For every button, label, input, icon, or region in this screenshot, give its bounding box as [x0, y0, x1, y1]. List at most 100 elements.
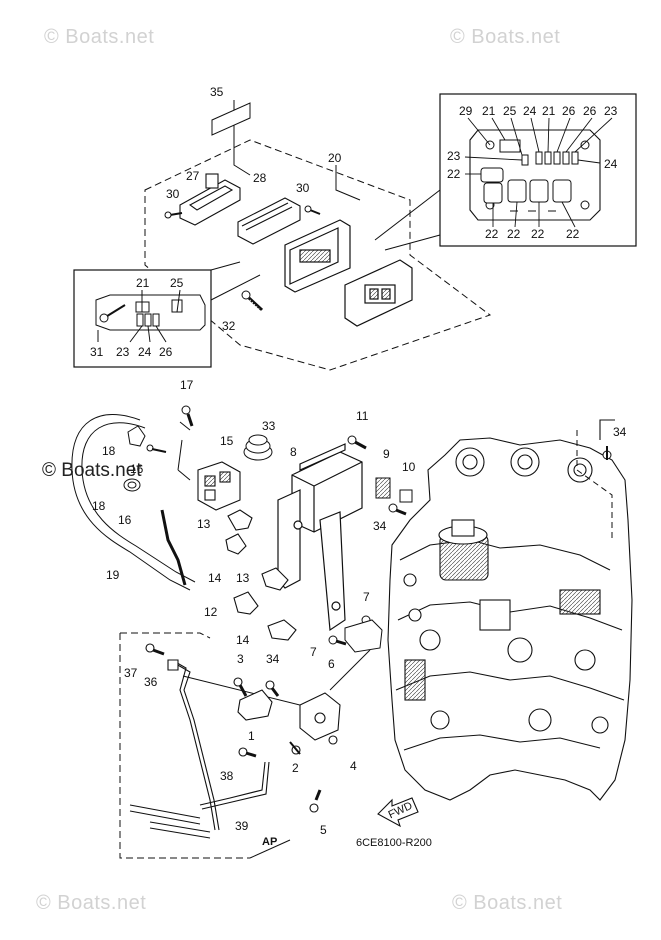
part-27-cover — [179, 173, 241, 226]
callout-c36: 36 — [144, 675, 158, 689]
watermark-bottom-left: © Boats.net — [36, 892, 147, 914]
callout-c30a: 30 — [166, 187, 180, 201]
part-16-grommet — [123, 478, 141, 492]
connector-inset-left — [73, 261, 261, 368]
clamp-parts — [225, 509, 297, 641]
callout-c16b: 16 — [118, 513, 132, 527]
callout-c17: 17 — [180, 378, 194, 392]
watermark-middle-left: © Boats.net — [42, 460, 142, 481]
callout-c21b: 21 — [482, 104, 496, 118]
callout-c27: 27 — [186, 169, 200, 183]
callout-c14a: 14 — [208, 571, 222, 585]
callout-c22c: 22 — [507, 227, 521, 241]
callout-c21c: 21 — [542, 104, 556, 118]
callout-c37: 37 — [124, 666, 138, 680]
callout-c23b: 23 — [604, 104, 618, 118]
callout-c38: 38 — [220, 769, 234, 783]
connector-inset-right — [439, 93, 637, 247]
callout-c24c: 24 — [604, 157, 618, 171]
part-35-label-sticker — [211, 102, 251, 136]
callout-c14b: 14 — [236, 633, 250, 647]
callout-c10: 10 — [402, 460, 416, 474]
callout-c39: 39 — [235, 819, 249, 833]
part-10-collar — [399, 489, 413, 503]
part-34-bolt-a — [388, 503, 407, 516]
part-18-clip-top — [127, 425, 146, 447]
ground-cables — [129, 643, 270, 839]
callout-c26c: 26 — [583, 104, 597, 118]
callout-c15: 15 — [220, 434, 234, 448]
callout-c24b: 24 — [523, 104, 537, 118]
callout-c33: 33 — [262, 419, 276, 433]
part-20-ecu — [284, 219, 413, 327]
callout-c32: 32 — [222, 319, 236, 333]
callout-c31: 31 — [90, 345, 104, 359]
watermark-top-left: © Boats.net — [44, 26, 155, 48]
callout-c30b: 30 — [296, 181, 310, 195]
callout-c26b: 26 — [562, 104, 576, 118]
callout-c18b: 18 — [92, 499, 106, 513]
engine-block — [387, 419, 633, 801]
callout-c25a: 25 — [170, 276, 184, 290]
callout-c34a: 34 — [613, 425, 627, 439]
callout-c22a: 22 — [447, 167, 461, 181]
part-9-spring — [375, 477, 391, 499]
callout-c2: 2 — [292, 761, 299, 775]
callout-c1: 1 — [248, 729, 255, 743]
drawing-code: 6CE8100-R200 — [356, 837, 432, 849]
callout-c12: 12 — [204, 605, 218, 619]
callout-c6: 6 — [328, 657, 335, 671]
callout-c22d: 22 — [531, 227, 545, 241]
callout-c4: 4 — [350, 759, 357, 773]
part-8-junction-box — [277, 443, 363, 632]
callout-c26a: 26 — [159, 345, 173, 359]
part-32-bolt — [241, 290, 264, 313]
lower-leader-lines — [182, 649, 371, 859]
parts-lower-assembly — [233, 677, 341, 813]
watermark-bottom-right: © Boats.net — [452, 892, 563, 914]
part-15-relay-bracket — [197, 461, 241, 511]
callout-c34c: 34 — [266, 652, 280, 666]
part-17-bolt — [181, 405, 194, 427]
part-16-screw — [146, 444, 167, 453]
callout-c13b: 13 — [236, 571, 250, 585]
callout-c5: 5 — [320, 823, 327, 837]
lower-harness-outline — [119, 632, 250, 859]
ap-mark: AP — [262, 836, 277, 848]
watermark-top-right: © Boats.net — [450, 26, 561, 48]
part-30-screws — [164, 205, 321, 219]
callout-c16a: 16 — [130, 462, 144, 476]
callout-c34b: 34 — [373, 519, 387, 533]
part-28-module — [237, 197, 301, 245]
wire-harness-19 — [71, 413, 196, 591]
callout-c21a: 21 — [136, 276, 150, 290]
part-6-bracket — [344, 619, 383, 653]
callout-c22b: 22 — [485, 227, 499, 241]
callout-c8: 8 — [290, 445, 297, 459]
callout-c7a: 7 — [363, 590, 370, 604]
callout-c9: 9 — [383, 447, 390, 461]
callout-c24a: 24 — [138, 345, 152, 359]
callout-c25b: 25 — [503, 104, 517, 118]
callout-c13a: 13 — [197, 517, 211, 531]
part-34-bolt-top-right — [602, 446, 612, 460]
callout-c18a: 18 — [102, 444, 116, 458]
callout-c7b: 7 — [310, 645, 317, 659]
callout-c22e: 22 — [566, 227, 580, 241]
callout-c23c: 23 — [447, 149, 461, 163]
callout-c3: 3 — [237, 652, 244, 666]
callout-c20: 20 — [328, 151, 342, 165]
callout-c19: 19 — [106, 568, 120, 582]
part-33-grommet — [243, 434, 273, 461]
fwd-arrow — [377, 797, 419, 828]
callout-c11: 11 — [356, 409, 369, 423]
engine-outline-bracket — [576, 430, 613, 540]
part-11-bolt — [347, 435, 367, 450]
callout-c35: 35 — [210, 85, 224, 99]
callout-c23a: 23 — [116, 345, 130, 359]
callout-c28: 28 — [253, 171, 267, 185]
callout-c29: 29 — [459, 104, 473, 118]
